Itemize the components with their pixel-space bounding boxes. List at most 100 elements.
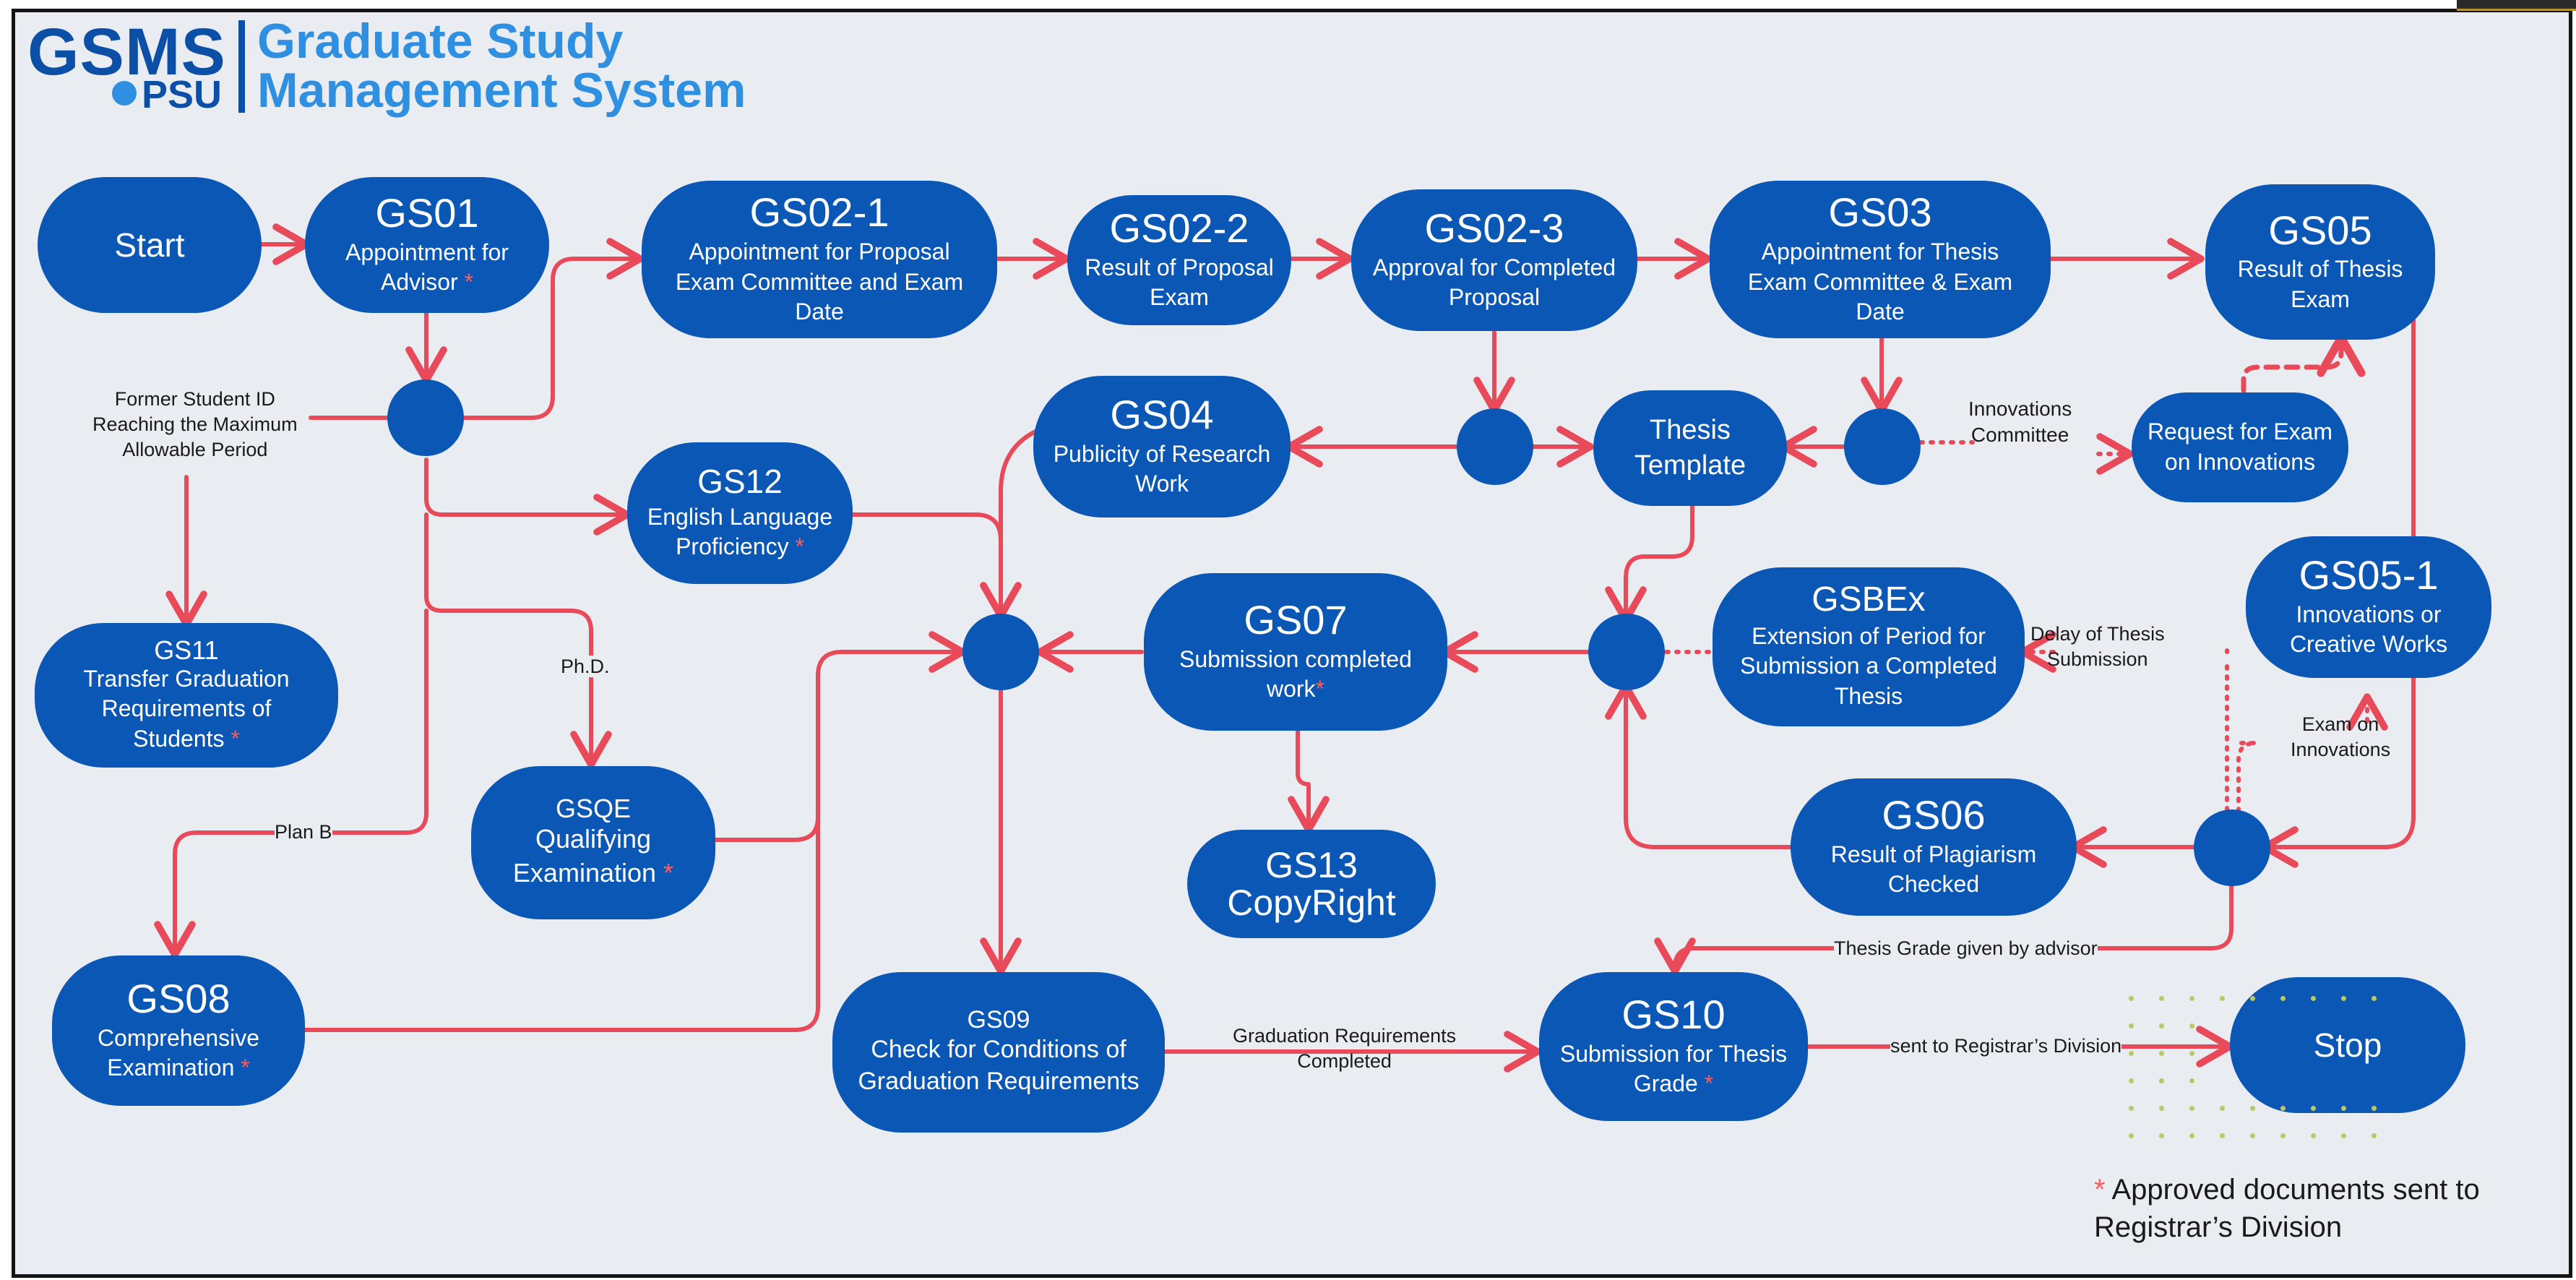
node-start[interactable]: Start	[38, 177, 262, 313]
label-delay-line2: Submission	[2047, 648, 2148, 671]
node-gs05-1-title: GS05-1	[2299, 552, 2439, 598]
node-request-line2: on Innovations	[2164, 449, 2316, 475]
decorative-dot	[2250, 996, 2255, 1001]
node-gs06-title: GS06	[1882, 792, 1986, 838]
decorative-dot	[2189, 996, 2194, 1001]
decorative-dot	[2280, 1133, 2286, 1138]
node-gsqe[interactable]: GSQE Qualifying Examination *	[471, 766, 715, 919]
node-gs12-line2: Proficiency	[676, 533, 789, 560]
decorative-dot	[2280, 1106, 2286, 1111]
junction-dot	[962, 614, 1039, 690]
asterisk-icon: *	[464, 269, 474, 296]
dashed-request-gs05	[2241, 333, 2366, 393]
node-gs06-line1: Result of Plagiarism	[1830, 841, 2037, 867]
node-gs05-1-line1: Innovations or	[2296, 601, 2442, 627]
node-gs05[interactable]: GS05 Result of Thesis Exam	[2205, 184, 2435, 340]
node-gsbex[interactable]: GSBEx Extension of Period for Submission…	[1713, 567, 2025, 726]
decorative-dot	[2129, 1078, 2134, 1083]
node-template-line2: Template	[1634, 450, 1746, 481]
node-gs11-line1: Transfer Graduation	[83, 665, 290, 692]
decorative-dot	[2280, 996, 2286, 1001]
node-gs05-1[interactable]: GS05-1 Innovations or Creative Works	[2246, 536, 2491, 678]
node-gs01-line1: Appointment for	[345, 239, 509, 265]
decorative-dot	[2129, 996, 2134, 1001]
node-gs02-1-title: GS02-1	[749, 189, 889, 236]
node-gs10[interactable]: GS10 Submission for Thesis Grade *	[1539, 972, 1808, 1121]
junction-dot	[1457, 408, 1533, 485]
decorative-dot	[2129, 1106, 2134, 1111]
arrow-gs08-dot4	[303, 674, 820, 1032]
node-gs11[interactable]: GS11 Transfer Graduation Requirements of…	[35, 623, 338, 768]
decorative-dot	[2220, 1106, 2225, 1111]
decorative-dot	[2189, 1078, 2194, 1083]
footnote-line2: Registrar’s Division	[2094, 1211, 2343, 1243]
node-gs13[interactable]: GS13 CopyRight	[1187, 830, 1436, 938]
node-start-title: Start	[114, 225, 185, 264]
decorative-dot	[2220, 1133, 2225, 1138]
asterisk-icon: *	[2094, 1174, 2106, 1206]
decorative-dot	[2159, 1051, 2164, 1056]
node-gsbex-line3: Thesis	[1834, 682, 1903, 709]
decorative-dot	[2159, 1078, 2164, 1083]
logo-psu-text: PSU	[142, 73, 223, 116]
arrow-gsqe-dot4	[713, 631, 966, 842]
node-gsqe-line2: Examination	[512, 857, 657, 888]
node-gs06[interactable]: GS06 Result of Plagiarism Checked	[1791, 778, 2077, 916]
decorative-dot	[2159, 996, 2164, 1001]
decorative-dot	[2129, 1023, 2134, 1028]
decorative-dot	[2250, 1133, 2255, 1138]
decorative-dot	[2372, 996, 2377, 1001]
node-gs12[interactable]: GS12 English Language Proficiency *	[627, 442, 853, 584]
arrow-gs06-dot5	[1605, 682, 1793, 849]
node-gs11-line3: Students	[133, 725, 225, 752]
node-gs02-2[interactable]: GS02-2 Result of Proposal Exam	[1067, 195, 1291, 325]
node-gs02-3[interactable]: GS02-3 Approval for Completed Proposal	[1351, 189, 1637, 331]
node-gsbex-line2: Submission a Completed	[1740, 653, 1997, 679]
node-gs02-3-line2: Proposal	[1448, 284, 1541, 311]
node-gs10-title: GS10	[1621, 992, 1726, 1037]
arrow-gs04-down	[980, 429, 1039, 619]
junction-dot	[387, 379, 464, 456]
node-gs02-2-line1: Result of Proposal	[1085, 254, 1274, 280]
node-gsbex-line1: Extension of Period for	[1752, 622, 1986, 649]
node-gs09-line2: Graduation Requirements	[858, 1067, 1140, 1095]
asterisk-icon: *	[663, 857, 674, 888]
label-former-line2: Reaching the Maximum	[92, 413, 298, 436]
footnote-line1: Approved documents sent to	[2111, 1174, 2480, 1206]
decorative-dot	[2311, 1133, 2316, 1138]
node-thesis-template[interactable]: Thesis Template	[1593, 390, 1787, 506]
node-gs04-line2: Work	[1134, 471, 1189, 497]
node-gs03[interactable]: GS03 Appointment for Thesis Exam Committ…	[1710, 181, 2051, 338]
node-gs02-1-line2: Exam Committee and Exam	[675, 268, 964, 295]
node-gs02-1-line3: Date	[795, 298, 844, 325]
node-gs09-title: GS09	[967, 1005, 1030, 1034]
node-gs02-1[interactable]: GS02-1 Appointment for Proposal Exam Com…	[642, 181, 997, 338]
label-phd: Ph.D.	[561, 654, 610, 679]
decorative-dot	[2341, 1106, 2346, 1111]
node-gs01[interactable]: GS01 Appointment for Advisor *	[305, 177, 549, 313]
decorative-dot	[2341, 1133, 2346, 1138]
decorative-dot	[2311, 1106, 2316, 1111]
label-exam-innovations: Exam on Innovations	[2291, 712, 2390, 763]
decorative-dot	[2159, 1023, 2164, 1028]
node-gs04[interactable]: GS04 Publicity of Research Work	[1033, 376, 1291, 517]
node-gs08[interactable]: GS08 Comprehensive Examination *	[52, 955, 305, 1106]
junction-dot	[1844, 408, 1921, 485]
node-gs09[interactable]: GS09 Check for Conditions of Graduation …	[832, 972, 1165, 1133]
node-stop[interactable]: Stop	[2230, 977, 2465, 1113]
node-gs07[interactable]: GS07 Submission completed work*	[1144, 573, 1447, 731]
node-gs05-1-line2: Creative Works	[2289, 631, 2448, 658]
node-template-line1: Thesis	[1650, 414, 1731, 445]
node-gs12-line1: English Language	[647, 503, 833, 530]
label-grad-line1: Graduation Requirements	[1233, 1025, 1457, 1047]
decorative-dot	[2311, 996, 2316, 1001]
decorative-dot	[2189, 1133, 2194, 1138]
node-gsbex-title: GSBEx	[1812, 580, 1926, 619]
label-exam-line1: Exam on	[2301, 713, 2379, 735]
label-sent-registrar-text: sent to Registrar’s Division	[1890, 1035, 2122, 1057]
decorative-dot	[2372, 1106, 2377, 1111]
junction-dot	[2194, 809, 2270, 886]
node-gsqe-line1: Qualifying	[535, 824, 652, 854]
node-request-innovations[interactable]: Request for Exam on Innovations	[2132, 392, 2348, 502]
